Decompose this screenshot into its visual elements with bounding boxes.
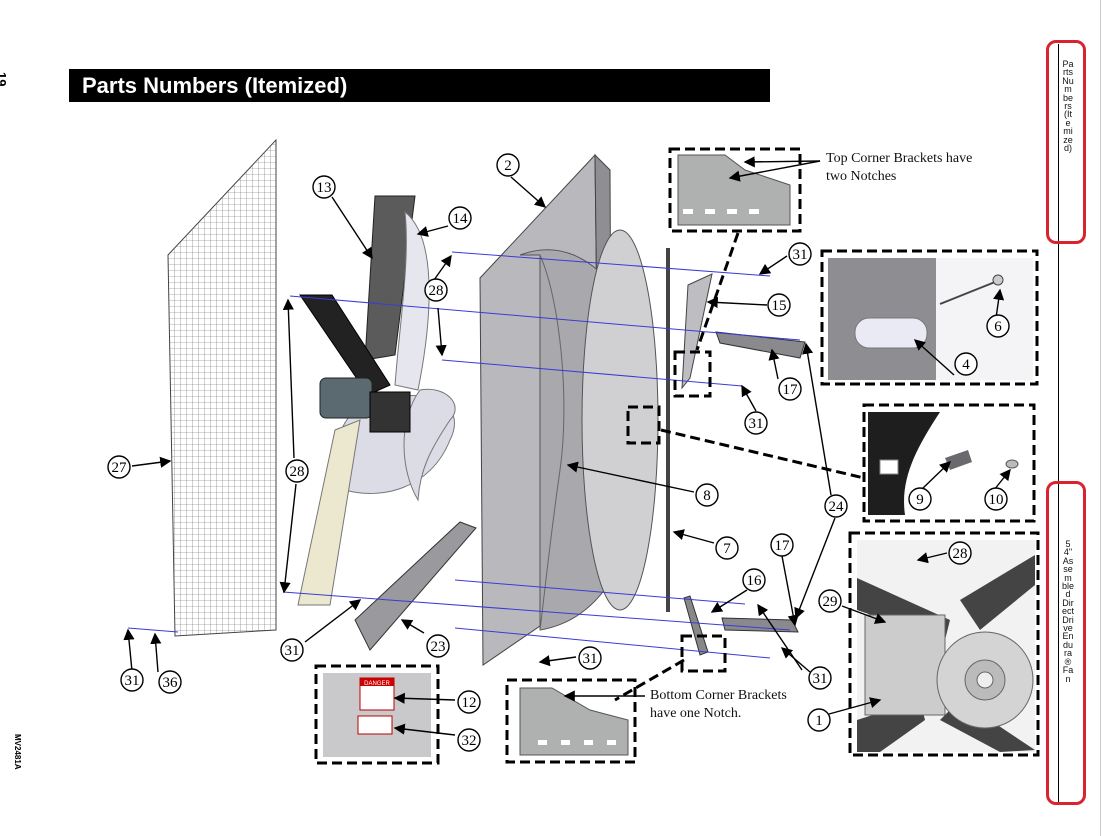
sidebar-tab-top[interactable]: Parts Numbers (Itemized) [1062, 59, 1074, 154]
callout-label: 1 [815, 713, 823, 729]
brace-17-bottom [721, 617, 799, 633]
callout-label: 12 [462, 695, 477, 711]
detail-top-corner-bracket [677, 154, 791, 226]
callout-label: 31 [813, 671, 828, 687]
fan-housing [479, 153, 659, 666]
brace-23 [354, 521, 477, 651]
detail-motor [857, 540, 1035, 752]
leader-lines [123, 156, 1011, 736]
callout-label: 7 [723, 541, 731, 557]
callout-label: 32 [462, 733, 477, 749]
callout-label: 8 [703, 488, 711, 504]
callout-label: 24 [829, 499, 845, 515]
callout-label: 31 [285, 643, 300, 659]
callout-label: 36 [163, 675, 179, 691]
callout-numbers: 1 2 4 6 7 8 9 10 12 13 14 15 16 17 17 23… [112, 158, 1004, 749]
detail-bottom-corner-bracket [519, 687, 629, 756]
fan-propeller [297, 195, 456, 606]
page-edge-line [1100, 0, 1101, 836]
fan-guard-mesh [167, 138, 277, 637]
callout-label: 27 [112, 460, 128, 476]
callout-label: 10 [989, 492, 1004, 508]
callout-label: 31 [583, 651, 598, 667]
detail-shaft-pin [828, 258, 1033, 380]
callout-label: 15 [772, 298, 787, 314]
top-corner-note: Top Corner Brackets have two Notches [826, 151, 973, 184]
section-title-bar: Parts Numbers (Itemized) [69, 69, 770, 102]
callout-label: 16 [747, 573, 763, 589]
brace-17-top [715, 331, 806, 359]
callout-label: 2 [504, 158, 512, 174]
callout-label: 28 [429, 283, 444, 299]
callout-label: 17 [783, 382, 799, 398]
sidebar-tab-bottom[interactable]: 54" Assembled Direct Drive Endura® Fan [1062, 539, 1075, 684]
detail-clip-parts [868, 412, 1019, 515]
callout-label: 28 [953, 546, 968, 562]
callout-label: 17 [775, 538, 791, 554]
bottom-corner-note: Bottom Corner Brackets have one Notch. [650, 688, 787, 721]
assembly-guide-lines [127, 251, 801, 659]
detail-connector-lines [614, 232, 865, 702]
callout-label: 28 [290, 464, 305, 480]
corner-bracket-bottom [683, 595, 709, 656]
sidebar-divider [1058, 44, 1059, 804]
detail-box-outlines [314, 147, 1040, 765]
callout-label: 31 [125, 673, 140, 689]
callout-label: 14 [453, 211, 469, 227]
callout-label: 6 [994, 319, 1002, 335]
callout-label: 4 [962, 357, 970, 373]
callout-label: 13 [317, 180, 332, 196]
highlight-box-bottom [1046, 481, 1086, 805]
decal-danger-text: DANGER [364, 681, 390, 687]
callout-label: 29 [823, 594, 838, 610]
callout-label: 31 [749, 416, 764, 432]
detail-decal: DANGER [323, 673, 431, 757]
callout-circles [107, 153, 1010, 752]
callout-label: 31 [793, 247, 808, 263]
highlight-box-top [1046, 40, 1086, 244]
page-title: Parts Numbers (Itemized) [82, 73, 348, 98]
callout-label: 9 [916, 492, 924, 508]
callout-label: 23 [431, 639, 446, 655]
